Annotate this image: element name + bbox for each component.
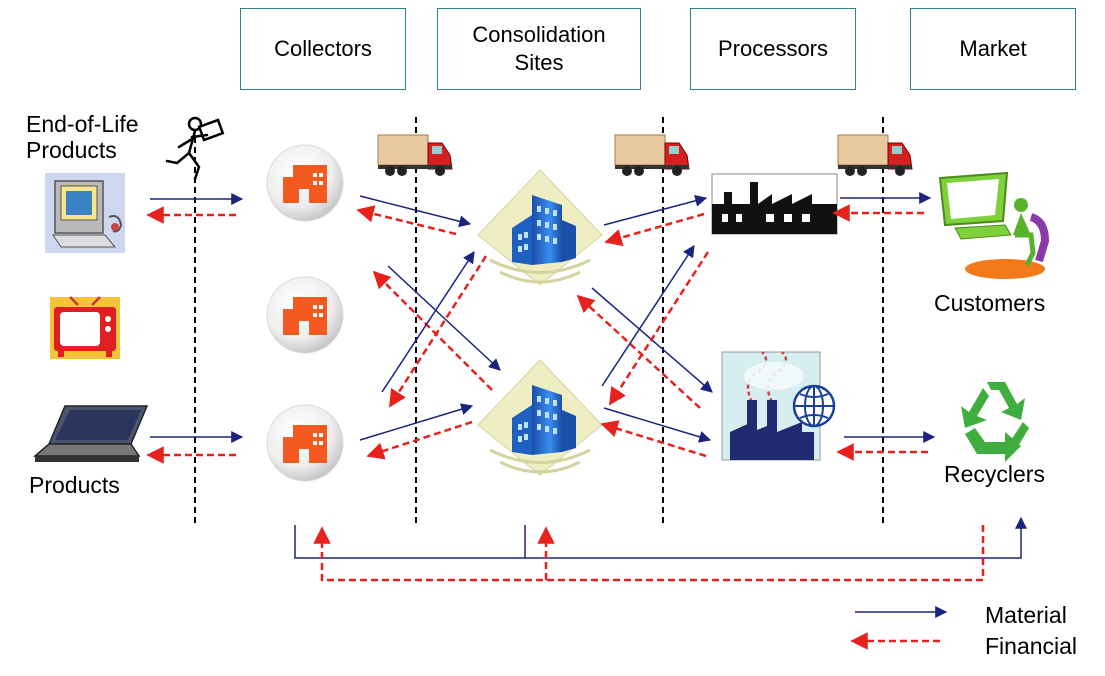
financial-arrow — [356, 205, 457, 236]
recycle-icon — [961, 382, 1029, 462]
legend-material-label: Material — [985, 602, 1067, 628]
label-products: Products — [29, 472, 120, 498]
stage-collectors: Collectors — [240, 8, 406, 90]
stage-market: Market — [910, 8, 1076, 90]
label-recyclers: Recyclers — [944, 461, 1045, 487]
delivery-truck-icon — [837, 134, 913, 176]
material-arrow — [294, 516, 1027, 559]
laptop-icon — [32, 405, 149, 462]
stage-processors-label: Processors — [717, 36, 829, 61]
material-arrow — [359, 403, 474, 441]
financial-arrow — [604, 212, 705, 247]
stage-market-label: Market — [959, 36, 1027, 61]
collector-warehouse-icon — [266, 144, 344, 222]
television-icon — [50, 296, 120, 359]
delivery-truck-icon — [377, 134, 453, 176]
collector-consolidation-flows — [356, 195, 501, 460]
stage-processors: Processors — [690, 8, 856, 90]
financial-arrow — [313, 525, 985, 582]
stage-consolidation-sites: Consolidation Sites — [437, 8, 641, 90]
bottom-feedback-flows — [294, 516, 1027, 582]
material-arrow — [603, 407, 712, 443]
financial-arrow — [388, 255, 488, 408]
factory-icon — [711, 173, 838, 235]
material-arrow — [603, 194, 708, 226]
source-flows — [146, 193, 244, 464]
collector-warehouse-icon — [266, 404, 344, 482]
financial-arrow — [576, 294, 701, 409]
legend-lines — [850, 606, 948, 650]
stage-collectors-label: Collectors — [274, 36, 372, 61]
collector-warehouse-icon — [266, 276, 344, 354]
consolidation-processor-flows — [576, 194, 713, 458]
processor-market-flows — [832, 192, 936, 461]
material-arrow — [359, 195, 472, 228]
financial-arrow — [608, 251, 710, 406]
material-arrow — [387, 265, 501, 371]
material-arrow — [381, 250, 475, 393]
desktop-computer-icon — [45, 173, 125, 253]
label-customers: Customers — [934, 290, 1046, 316]
financial-arrow — [372, 270, 493, 391]
running-person-icon — [165, 116, 225, 181]
legend-financial-label: Financial — [985, 633, 1078, 659]
consolidation-building-icon — [477, 359, 603, 476]
label-end-of-life-products: End-of-Life Products — [26, 111, 139, 163]
customer-computer-icon — [938, 171, 1050, 279]
stage-consolidation-label: Consolidation Sites — [472, 22, 606, 75]
financial-arrow — [366, 420, 473, 460]
consolidation-building-icon — [477, 169, 603, 286]
financial-arrow — [600, 420, 707, 458]
material-arrow — [601, 244, 695, 387]
recycling-plant-icon — [721, 351, 836, 461]
delivery-truck-icon — [614, 134, 690, 176]
